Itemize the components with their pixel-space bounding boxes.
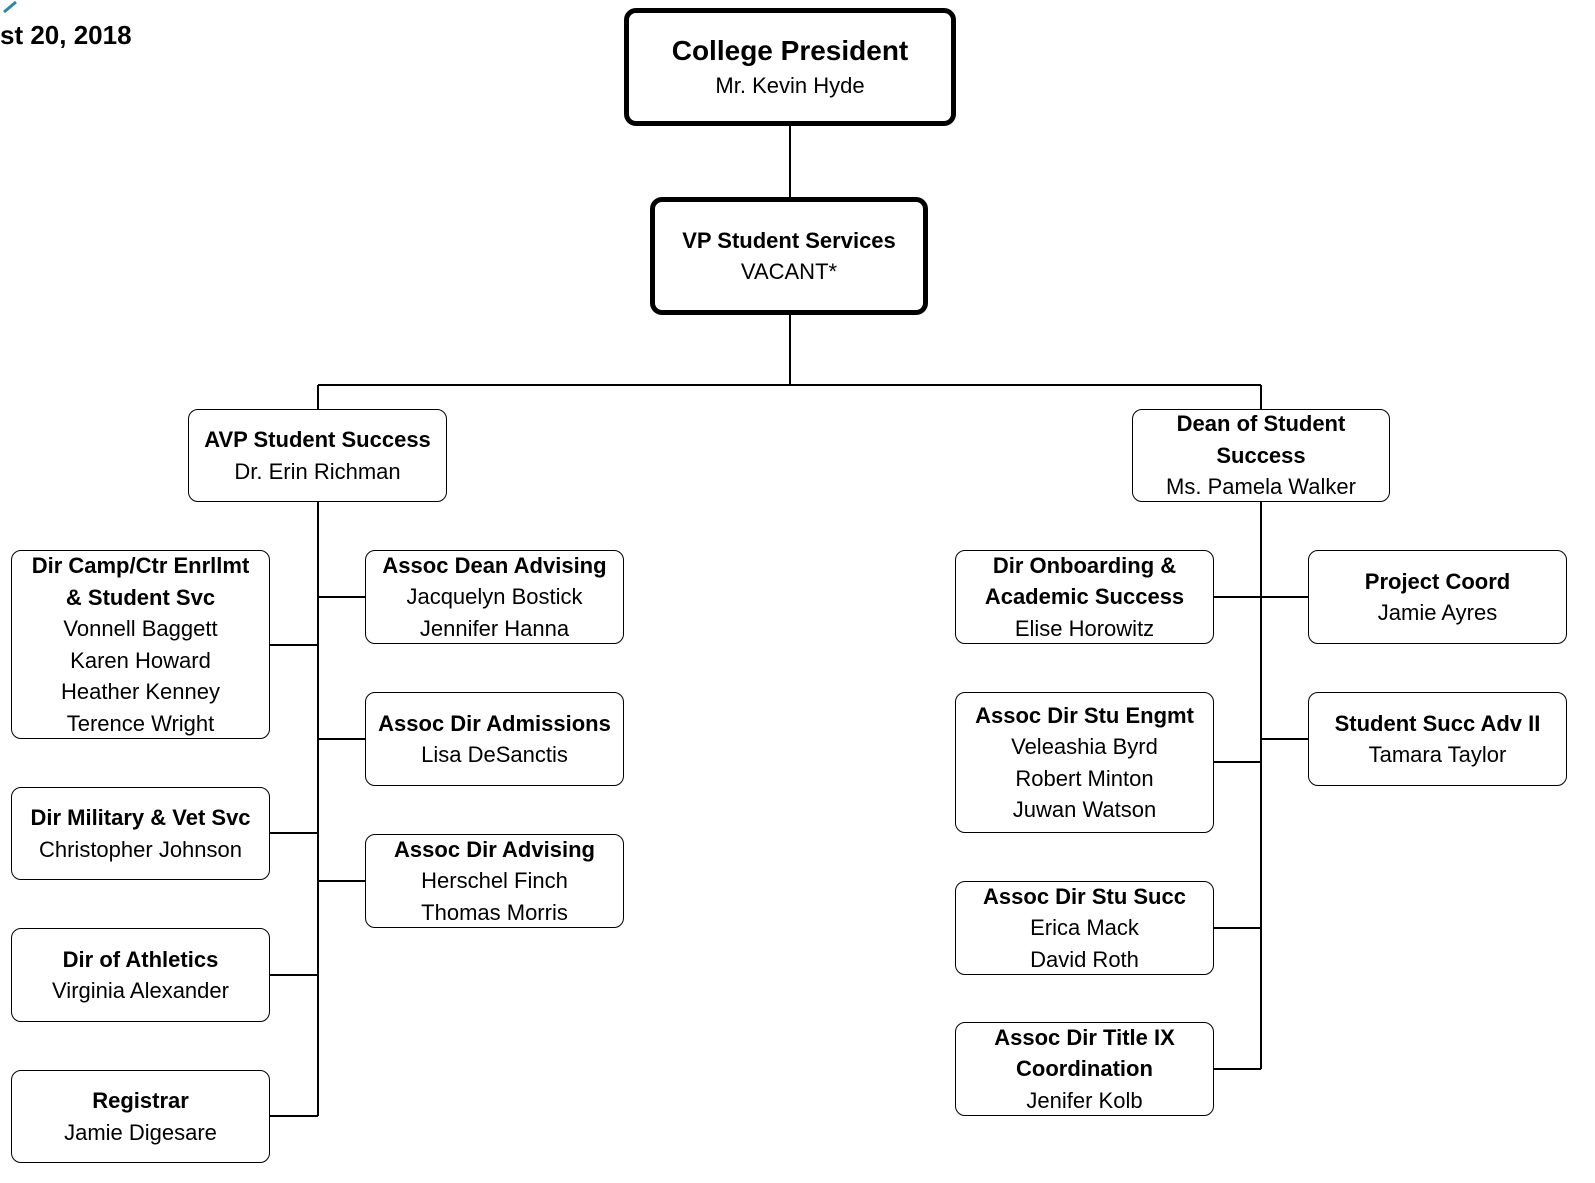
position-title: Assoc Dir Stu Engmt bbox=[975, 702, 1194, 728]
position-title: Dir Camp/Ctr Enrllmt & Student Svc bbox=[31, 553, 250, 610]
person-name: Jacquelyn Bostick bbox=[406, 584, 583, 610]
position-title: Dean of Student Success bbox=[1176, 411, 1346, 468]
logo-fragment bbox=[3, 0, 17, 14]
person-name: Robert Minton bbox=[1015, 765, 1154, 791]
person-name: Karen Howard bbox=[70, 647, 211, 673]
position-title: Assoc Dir Advising bbox=[394, 836, 595, 862]
person-name: Erica Mack bbox=[1030, 915, 1139, 941]
person-name: Veleashia Byrd bbox=[1011, 734, 1158, 759]
person-name: Mr. Kevin Hyde bbox=[715, 73, 865, 99]
person-name: Jamie Digesare bbox=[64, 1119, 217, 1145]
person-name: Virginia Alexander bbox=[52, 978, 229, 1003]
person-name: Dr. Erin Richman bbox=[234, 458, 401, 484]
person-name: Thomas Morris bbox=[421, 899, 568, 925]
position-title: Registrar bbox=[92, 1088, 189, 1113]
person-name: David Roth bbox=[1030, 946, 1139, 972]
person-name: Elise Horowitz bbox=[1014, 615, 1155, 641]
position-title: Assoc Dir Title IX Coordination bbox=[994, 1024, 1175, 1082]
position-title: Assoc Dir Stu Succ bbox=[983, 883, 1186, 909]
person-name: Jenifer Kolb bbox=[1026, 1087, 1143, 1113]
position-title: Dir Onboarding & Academic Success bbox=[984, 552, 1185, 610]
person-name: Jamie Ayres bbox=[1377, 600, 1498, 625]
position-title: Assoc Dean Advising bbox=[382, 552, 607, 578]
person-name: Herschel Finch bbox=[421, 868, 568, 894]
position-title: VP Student Services bbox=[682, 227, 896, 253]
position-title: Assoc Dir Admissions bbox=[378, 710, 611, 736]
header-date: st 20, 2018 bbox=[0, 20, 132, 50]
person-name: Heather Kenney bbox=[61, 679, 220, 704]
person-name: Ms. Pamela Walker bbox=[1166, 474, 1356, 500]
person-name: Terence Wright bbox=[66, 710, 215, 736]
position-title: Dir Military & Vet Svc bbox=[30, 805, 251, 830]
person-name: Christopher Johnson bbox=[38, 836, 242, 862]
person-name: Lisa DeSanctis bbox=[421, 742, 568, 767]
org-box-student-succ-adv: Student Succ Adv II Tamara Taylor bbox=[1308, 692, 1567, 786]
person-name: Juwan Watson bbox=[1012, 797, 1157, 822]
position-title: AVP Student Success bbox=[204, 427, 431, 452]
person-name: Jennifer Hanna bbox=[419, 615, 570, 641]
position-title: College President bbox=[671, 35, 909, 67]
position-title: Project Coord bbox=[1364, 568, 1511, 594]
position-title: Dir of Athletics bbox=[62, 946, 219, 972]
position-title: Student Succ Adv II bbox=[1334, 710, 1541, 736]
person-name: Tamara Taylor bbox=[1368, 742, 1507, 767]
person-name: VACANT* bbox=[740, 259, 838, 284]
person-name: Vonnell Baggett bbox=[63, 616, 218, 641]
